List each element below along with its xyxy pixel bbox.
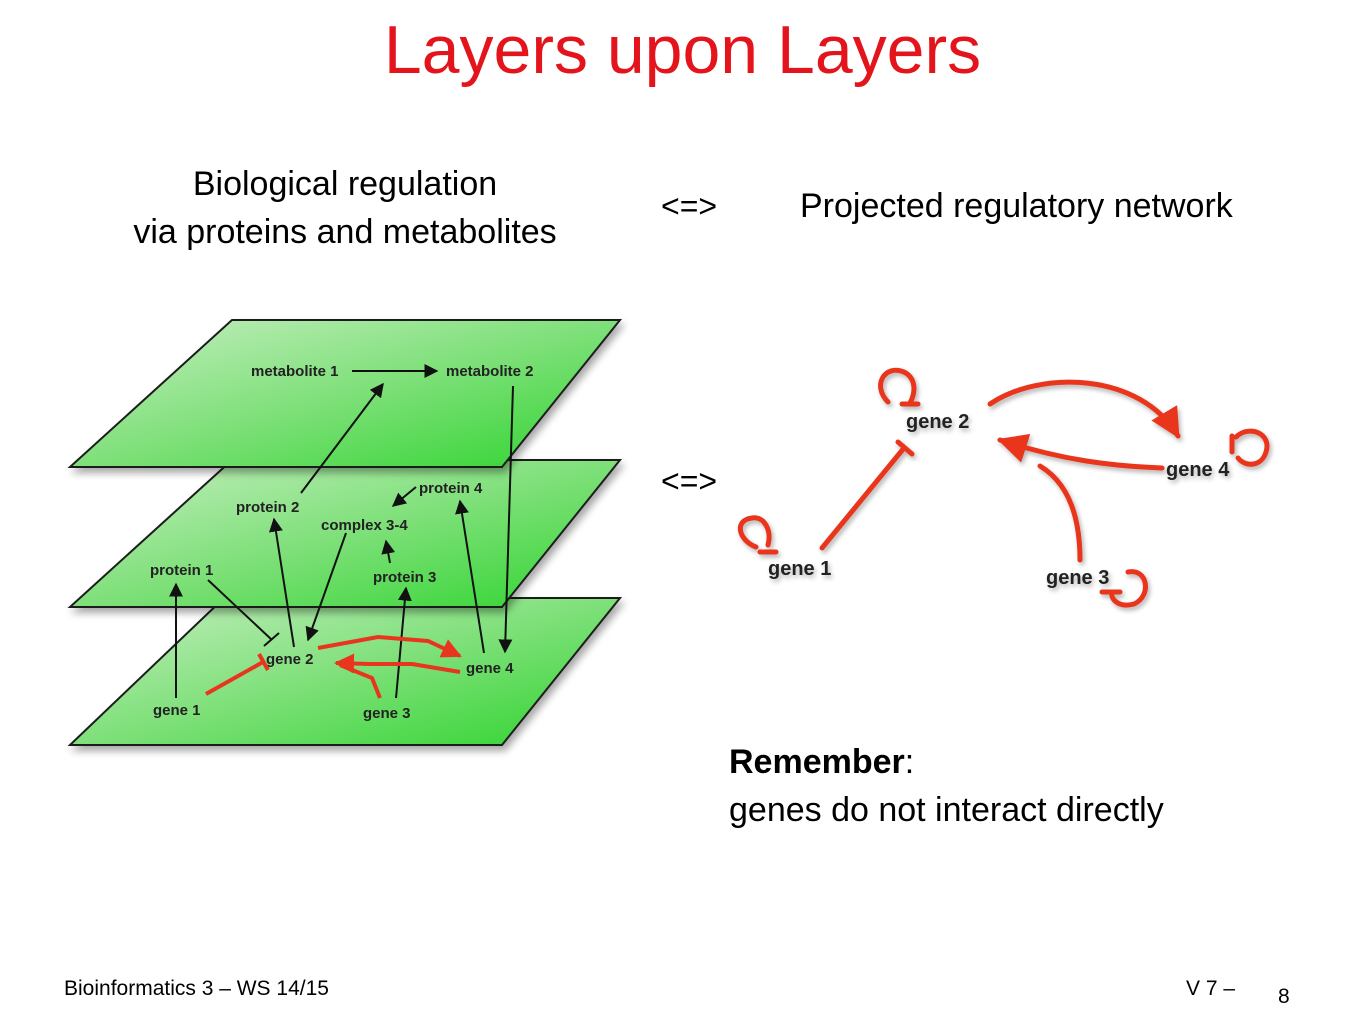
equivalence-symbol-middle: <=> [661, 463, 718, 499]
edge-protein4-complex [391, 486, 417, 507]
gene-2-label: gene 2 [266, 651, 314, 668]
footer-lecture: V 7 – [1186, 977, 1236, 1000]
projected-network: gene 2 gene 4 gene 1 gene 3 [738, 367, 1270, 608]
red-edge-gene2-gene4 [317, 634, 462, 658]
protein-3-label: protein 3 [373, 569, 436, 586]
self-loop-gene3 [1109, 569, 1148, 608]
self-loop-gene4 [1233, 428, 1270, 467]
net-gene-1-label: gene 1 [768, 558, 831, 580]
left-heading-line-1: Biological regulation [192, 165, 498, 203]
equivalence-symbol-top: <=> [661, 188, 718, 224]
inhibit-bar-protein1-gene2 [263, 632, 280, 647]
remember-label: Remember [729, 743, 905, 781]
metabolite-layer-plane [67, 319, 623, 468]
left-heading: Biological regulation via proteins and m… [80, 160, 610, 256]
net-inhibit-bar-gene1-gene2 [895, 439, 915, 457]
red-edge-gene4-gene2 [334, 653, 461, 674]
remember-colon: : [904, 743, 915, 781]
net-edge-gene4-gene2 [997, 434, 1165, 471]
complex-3-4-label: complex 3-4 [321, 517, 408, 534]
left-heading-line-2: via proteins and metabolites [133, 213, 557, 251]
gene-layer-plane [67, 597, 623, 746]
self-loop-gene1 [738, 515, 772, 550]
self-loop-gene2 [878, 367, 917, 406]
red-edge-gene3-gene2 [339, 663, 382, 699]
remember-note: Remember: genes do not interact directly [729, 738, 1164, 834]
red-inhibit-bar-gene1-gene2 [257, 653, 270, 671]
edge-metabolite2-gene4 [498, 385, 514, 654]
right-heading: Projected regulatory network [800, 187, 1233, 225]
protein-4-label: protein 4 [419, 480, 483, 497]
net-edge-gene1-gene2 [819, 445, 907, 551]
protein-2-label: protein 2 [236, 499, 299, 516]
edge-protein2-metabolite1 [300, 382, 384, 494]
remember-text: genes do not interact directly [729, 791, 1164, 829]
edge-gene4-protein4 [455, 499, 485, 654]
edge-gene2-protein2 [269, 517, 295, 648]
net-gene-4-label: gene 4 [1166, 459, 1230, 481]
net-edge-gene2-gene4 [987, 379, 1181, 439]
slide-title: Layers upon Layers [383, 12, 982, 88]
metabolite-2-label: metabolite 2 [446, 363, 534, 380]
gene-1-label: gene 1 [153, 702, 201, 719]
net-gene-3-label: gene 3 [1046, 567, 1109, 589]
metabolite-1-label: metabolite 1 [251, 363, 339, 380]
protein-1-label: protein 1 [150, 562, 213, 579]
footer-page-number: 8 [1278, 985, 1290, 1008]
red-edge-gene1-gene2 [205, 660, 264, 696]
edge-protein1-gene2-inhibit [207, 579, 273, 641]
gene-4-label: gene 4 [466, 660, 514, 677]
edge-protein3-complex [381, 539, 396, 564]
net-edge-gene3-gene2 [1037, 463, 1083, 563]
gene-3-label: gene 3 [363, 705, 411, 722]
edge-complex-gene2 [305, 532, 347, 642]
edge-gene3-protein3 [395, 586, 412, 699]
footer-course: Bioinformatics 3 – WS 14/15 [64, 977, 329, 1000]
net-gene-2-label: gene 2 [906, 411, 969, 433]
